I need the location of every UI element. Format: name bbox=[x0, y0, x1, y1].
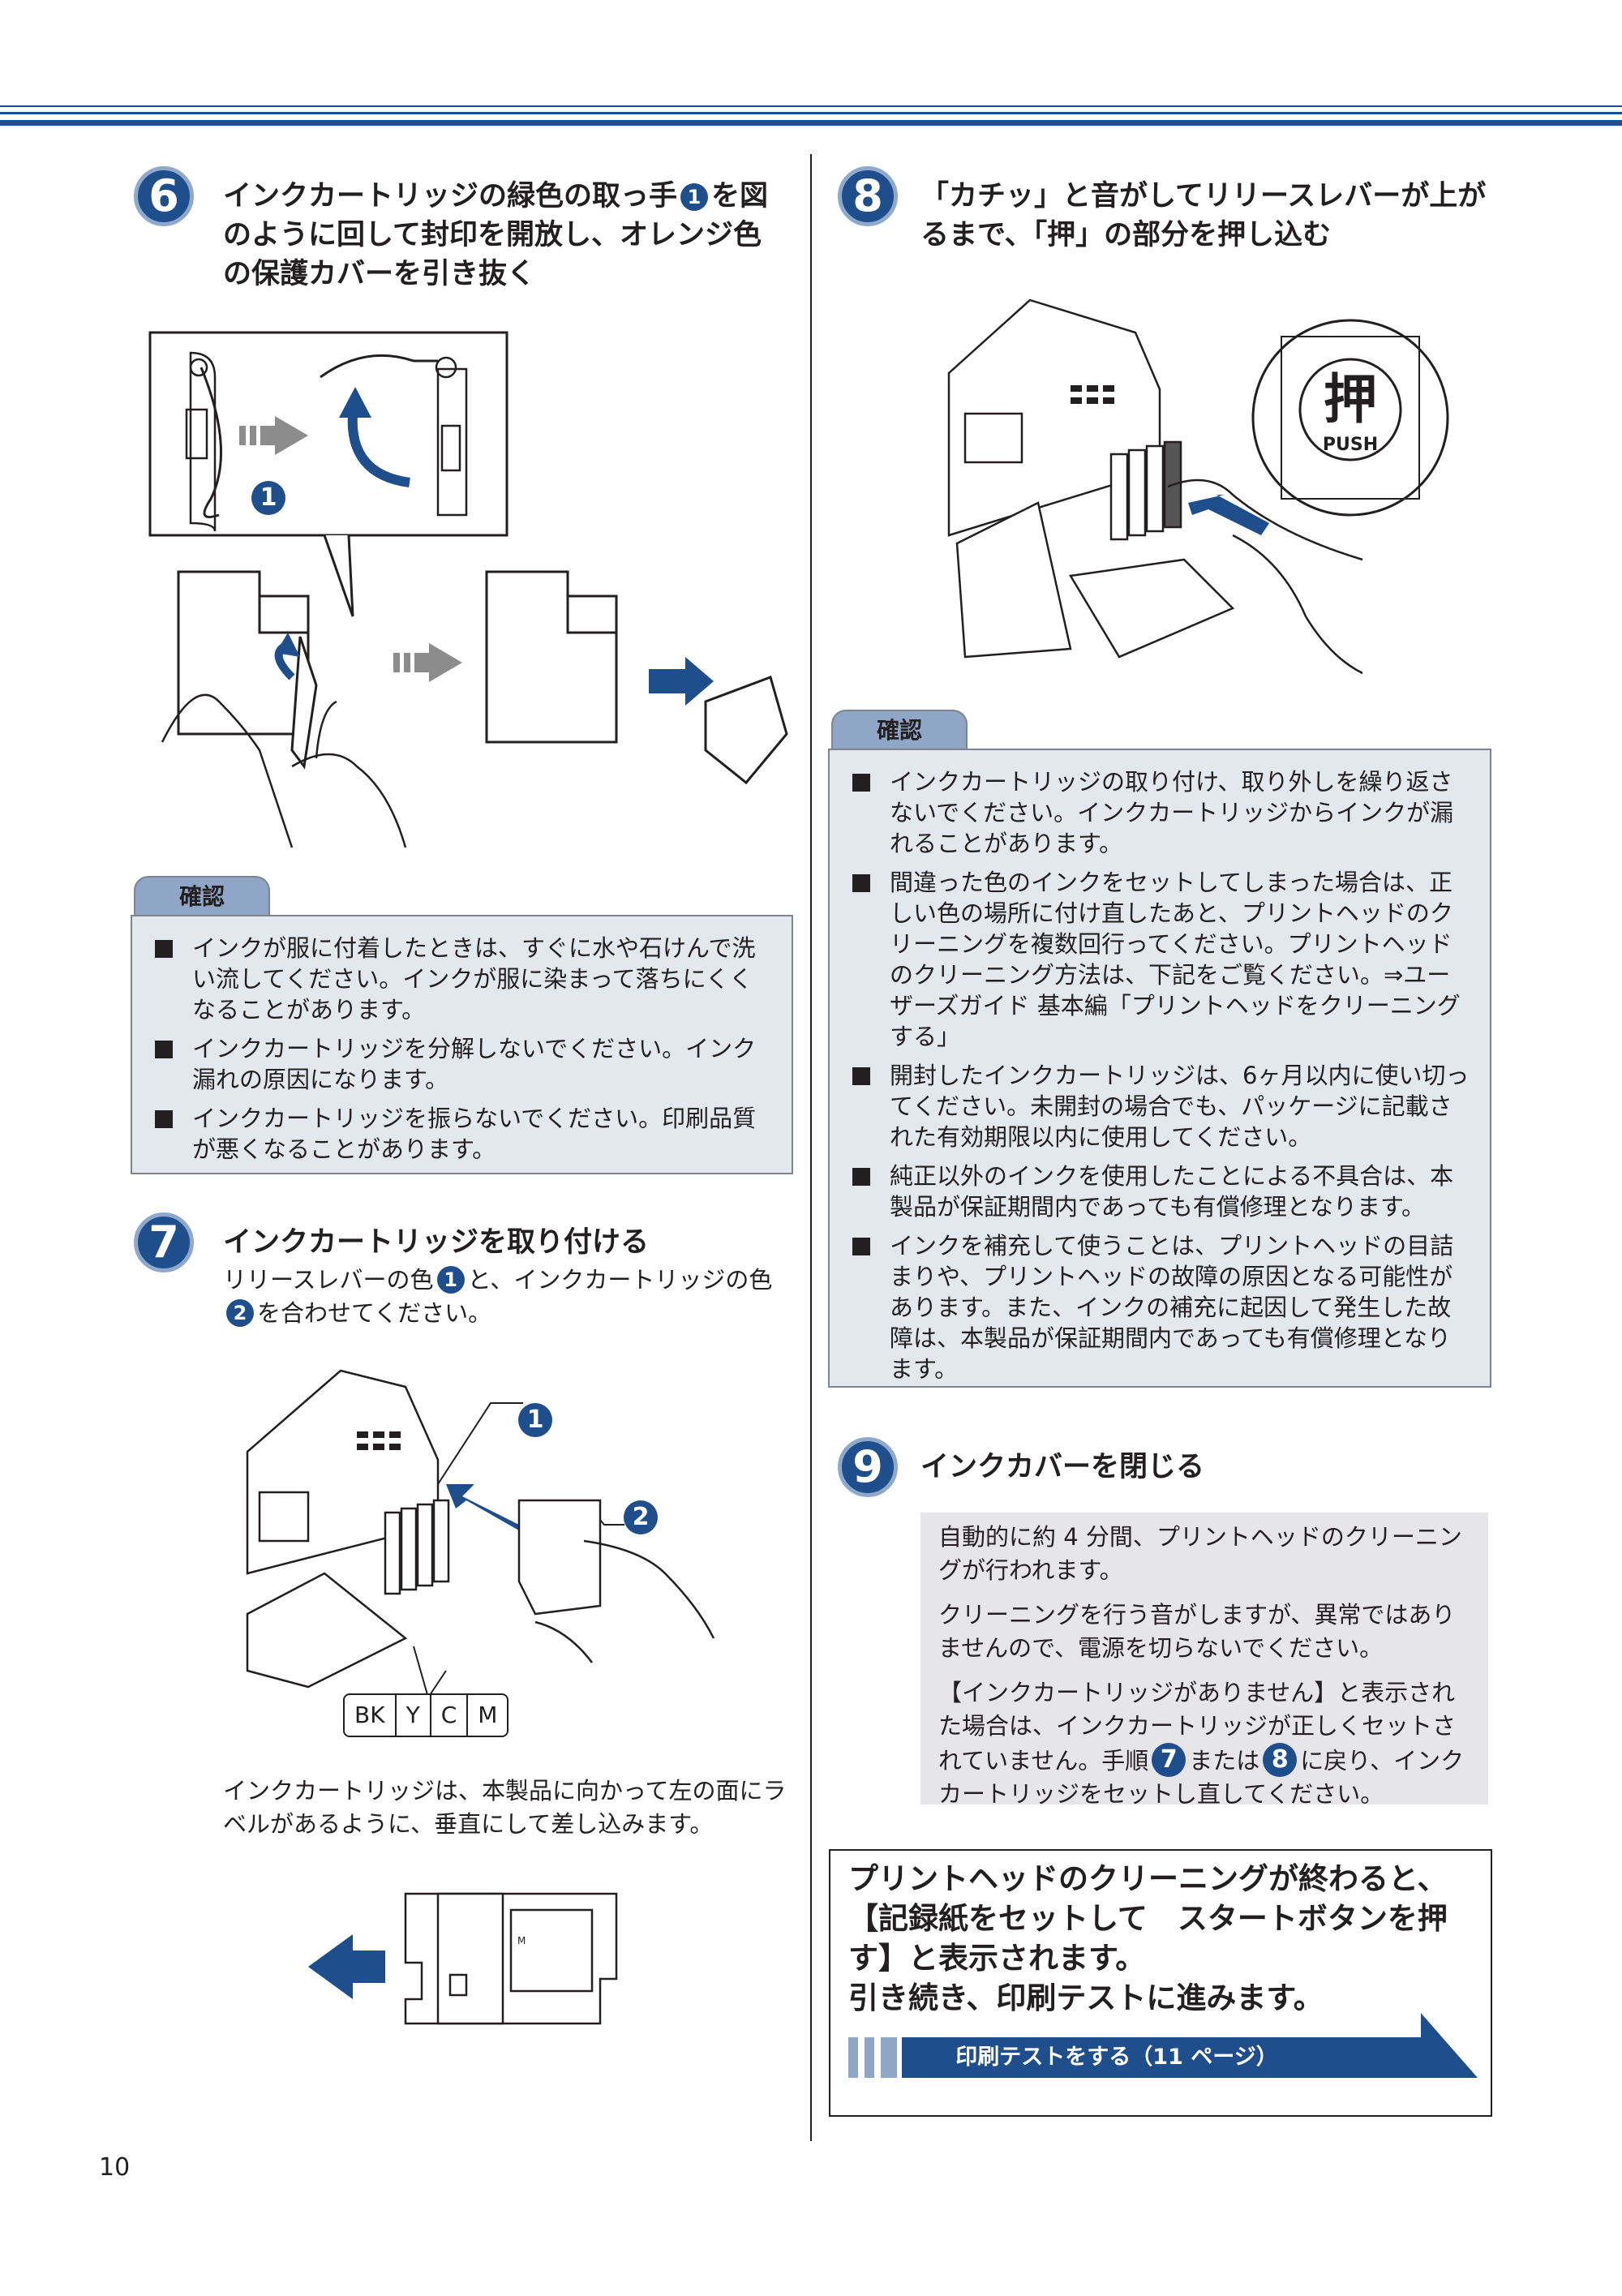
confirm2-item: インクカートリッジの取り付け、取り外しを繰り返さないでください。インクカートリッ… bbox=[852, 766, 1471, 859]
confirm-tab-2: 確認 bbox=[831, 710, 968, 750]
confirm2-item: インクを補充して使うことは、プリントヘッドの目詰まりや、プリントヘッドの故障の原… bbox=[852, 1230, 1471, 1384]
hands bbox=[161, 693, 407, 848]
color-label: M bbox=[478, 1702, 498, 1728]
arrow-stripes bbox=[865, 2037, 874, 2078]
bullet bbox=[852, 1168, 870, 1186]
step-6-illustration bbox=[148, 331, 788, 848]
dashed-arrow bbox=[239, 416, 308, 455]
confirm2-item: 開封したインクカートリッジは、6ヶ月以内に使い切ってください。未開封の場合でも、… bbox=[852, 1060, 1471, 1152]
step-6-badge: 6 bbox=[134, 166, 194, 226]
next-step-box: プリントヘッドのクリーニングが終わると、 【記録紙をセットして スタートボタンを… bbox=[829, 1849, 1492, 2117]
bullet bbox=[852, 1067, 870, 1085]
step-7-title: インクカートリッジを取り付ける bbox=[223, 1226, 650, 1259]
bullet bbox=[852, 874, 870, 892]
step-9-note: 自動的に約 4 分間、プリントヘッドのクリーニングが行われます。 クリーニングを… bbox=[920, 1513, 1488, 1808]
push-label: PUSH bbox=[1323, 435, 1378, 455]
column-divider bbox=[810, 154, 812, 2141]
color-label: Y bbox=[397, 1695, 431, 1736]
color-label: BK bbox=[345, 1695, 397, 1736]
confirm-box-2: インクカートリッジの取り付け、取り外しを繰り返さないでください。インクカートリッ… bbox=[828, 749, 1491, 1388]
confirm-box-1: インクが服に付着したときは、すぐに水や石けんで洗い流してください。インクが服に染… bbox=[131, 915, 793, 1174]
step-ref-8: 8 bbox=[1263, 1743, 1298, 1777]
tab-before bbox=[185, 351, 217, 532]
step-7-badge: 7 bbox=[134, 1212, 194, 1272]
confirm1-item: インクカートリッジを振らないでください。印刷品質が悪くなることがあります。 bbox=[155, 1103, 771, 1165]
arrow-shape bbox=[902, 2013, 1478, 2078]
cartridge-side-illustration: M bbox=[308, 1892, 618, 2025]
confirm2-item: 間違った色のインクをセットしてしまった場合は、正しい色の場所に付け直したあと、プ… bbox=[852, 867, 1471, 1052]
step-8-illustration: 押 PUSH bbox=[947, 298, 1449, 675]
color-label-strip: BK Y C M bbox=[343, 1693, 509, 1737]
header-rule-thin bbox=[0, 105, 1622, 107]
illus-callout-1: 1 bbox=[518, 1403, 552, 1437]
step-8-title: 「カチッ」と音がしてリリースレバーが上がるまで、「押」の部分を押し込む bbox=[920, 180, 1487, 251]
bullet bbox=[852, 1238, 870, 1255]
push-kanji: 押 bbox=[1324, 368, 1377, 431]
illus-callout-1: 1 bbox=[251, 481, 285, 515]
bullet bbox=[852, 774, 870, 792]
print-test-label: 印刷テストをする（11 ページ） bbox=[955, 2045, 1278, 2070]
page-number: 10 bbox=[99, 2153, 131, 2182]
callout-1: 1 bbox=[680, 183, 709, 211]
cartridge-left bbox=[177, 570, 318, 770]
bullet bbox=[155, 1041, 173, 1058]
confirm1-item: インクが服に付着したときは、すぐに水や石けんで洗い流してください。インクが服に染… bbox=[155, 933, 771, 1025]
step-7-illustration bbox=[246, 1369, 715, 1704]
illus-callout-2: 2 bbox=[624, 1500, 658, 1534]
cartridge-right bbox=[485, 570, 618, 744]
confirm2-item: 純正以外のインクを使用したことによる不具合は、本製品が保証期間内であっても有償修… bbox=[852, 1161, 1471, 1222]
print-test-link[interactable]: 印刷テストをする（11 ページ） bbox=[848, 2013, 1478, 2086]
cartridge-label: M bbox=[517, 1935, 526, 1946]
step-9-badge: 9 bbox=[838, 1437, 898, 1497]
arrow-stripes bbox=[848, 2037, 858, 2078]
step-8-badge: 8 bbox=[838, 166, 898, 226]
right-tab bbox=[436, 367, 468, 517]
arrow-stripes bbox=[881, 2037, 897, 2078]
next-step-message: プリントヘッドのクリーニングが終わると、 【記録紙をセットして スタートボタンを… bbox=[848, 1861, 1448, 2015]
confirm1-item: インクカートリッジを分解しないでください。インク漏れの原因になります。 bbox=[155, 1033, 771, 1095]
step-7-note: インクカートリッジは、本製品に向かって左の面にラベルがあるように、垂直にして差し… bbox=[223, 1777, 787, 1838]
header-rule-thin bbox=[0, 112, 1622, 114]
confirm-tab-1: 確認 bbox=[134, 876, 270, 916]
bullet bbox=[155, 1110, 173, 1128]
step-9-title: インクカバーを閉じる bbox=[920, 1451, 1205, 1483]
bullet bbox=[155, 940, 173, 958]
color-label: C bbox=[431, 1695, 469, 1736]
protective-cover bbox=[704, 676, 788, 785]
ink-cartridge bbox=[517, 1499, 602, 1616]
step-ref-7: 7 bbox=[1152, 1743, 1186, 1777]
header-rule-thick bbox=[0, 120, 1622, 126]
